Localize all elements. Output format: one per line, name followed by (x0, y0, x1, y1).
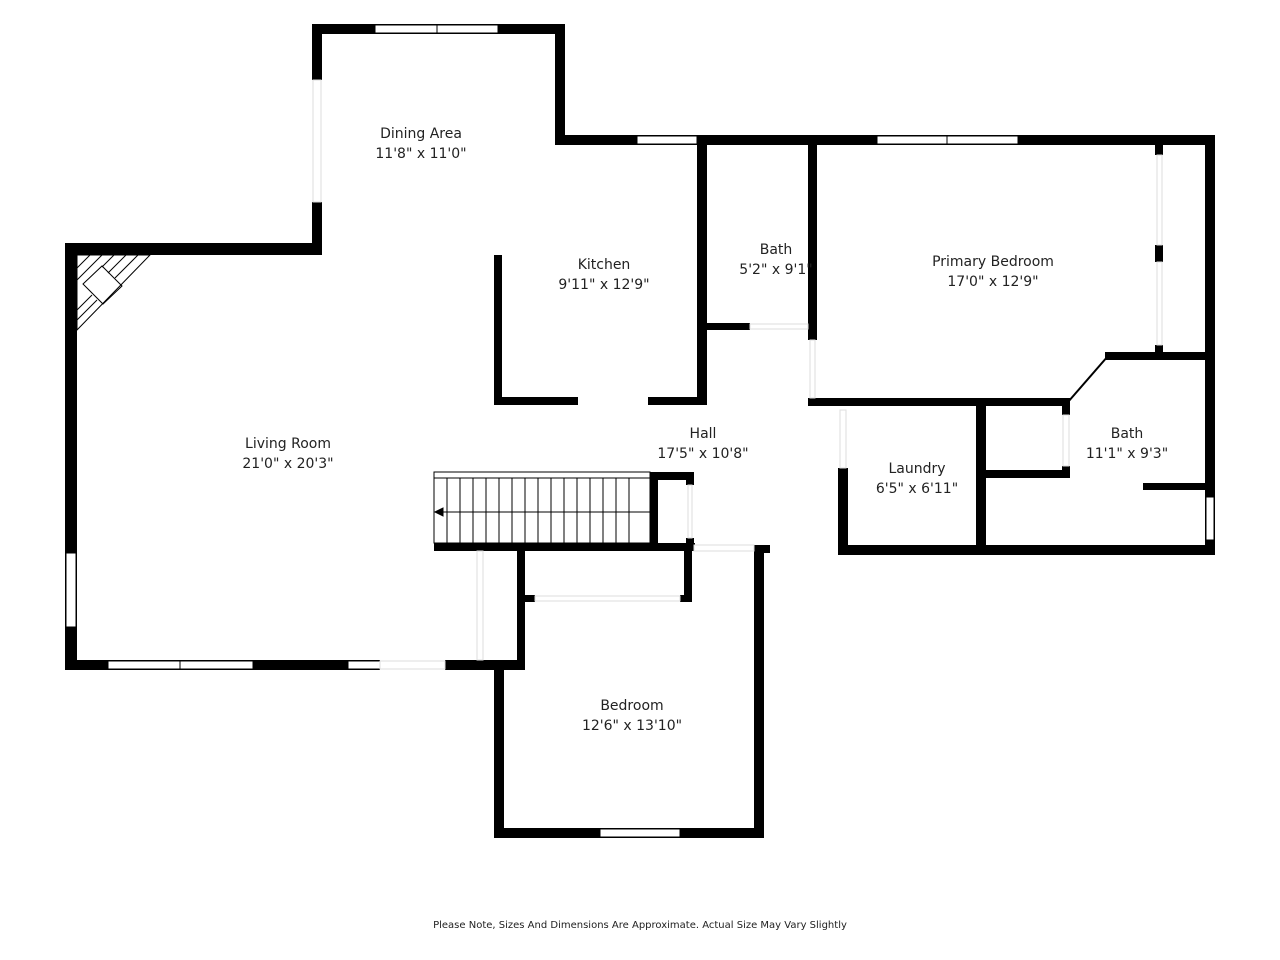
room-name: Dining Area (380, 126, 462, 142)
room-name: Hall (689, 426, 717, 442)
room-label-bath-2: Bath 11'1" x 9'3" (1086, 424, 1168, 464)
windows (65, 24, 1215, 838)
room-size: 11'8" x 11'0" (375, 146, 467, 162)
staircase (433, 471, 651, 544)
openings (312, 79, 1163, 670)
room-size: 17'0" x 12'9" (947, 274, 1039, 290)
room-size: 12'6" x 13'10" (581, 718, 683, 734)
room-label-hall: Hall 17'5" x 10'8" (657, 424, 748, 464)
room-label-bedroom: Bedroom 12'6" x 13'10" (582, 696, 682, 736)
room-size: 21'0" x 20'3" (242, 456, 334, 472)
room-name: Kitchen (577, 257, 631, 273)
room-size: 9'11" x 12'9" (558, 277, 650, 293)
room-name: Primary Bedroom (932, 254, 1054, 270)
room-name: Bedroom (600, 698, 664, 714)
room-name: Laundry (888, 461, 946, 477)
room-name: Living Room (245, 436, 331, 452)
footer-note: Please Note, Sizes And Dimensions Are Ap… (433, 920, 847, 931)
room-size: 17'5" x 10'8" (657, 446, 749, 462)
room-label-laundry: Laundry 6'5" x 6'11" (876, 459, 958, 499)
room-label-primary-bedroom: Primary Bedroom 17'0" x 12'9" (932, 252, 1054, 292)
room-label-living-room: Living Room 21'0" x 20'3" (242, 434, 333, 474)
room-label-kitchen: Kitchen 9'11" x 12'9" (558, 255, 649, 295)
room-label-bath: Bath 5'2" x 9'1" (739, 240, 812, 280)
room-label-dining-area: Dining Area 11'8" x 11'0" (375, 124, 466, 164)
room-name: Bath (759, 242, 793, 258)
room-size: 5'2" x 9'1" (739, 262, 813, 278)
room-size: 11'1" x 9'3" (1085, 446, 1169, 462)
fireplace (76, 254, 152, 332)
room-name: Bath (1110, 426, 1144, 442)
room-size: 6'5" x 6'11" (875, 481, 959, 497)
